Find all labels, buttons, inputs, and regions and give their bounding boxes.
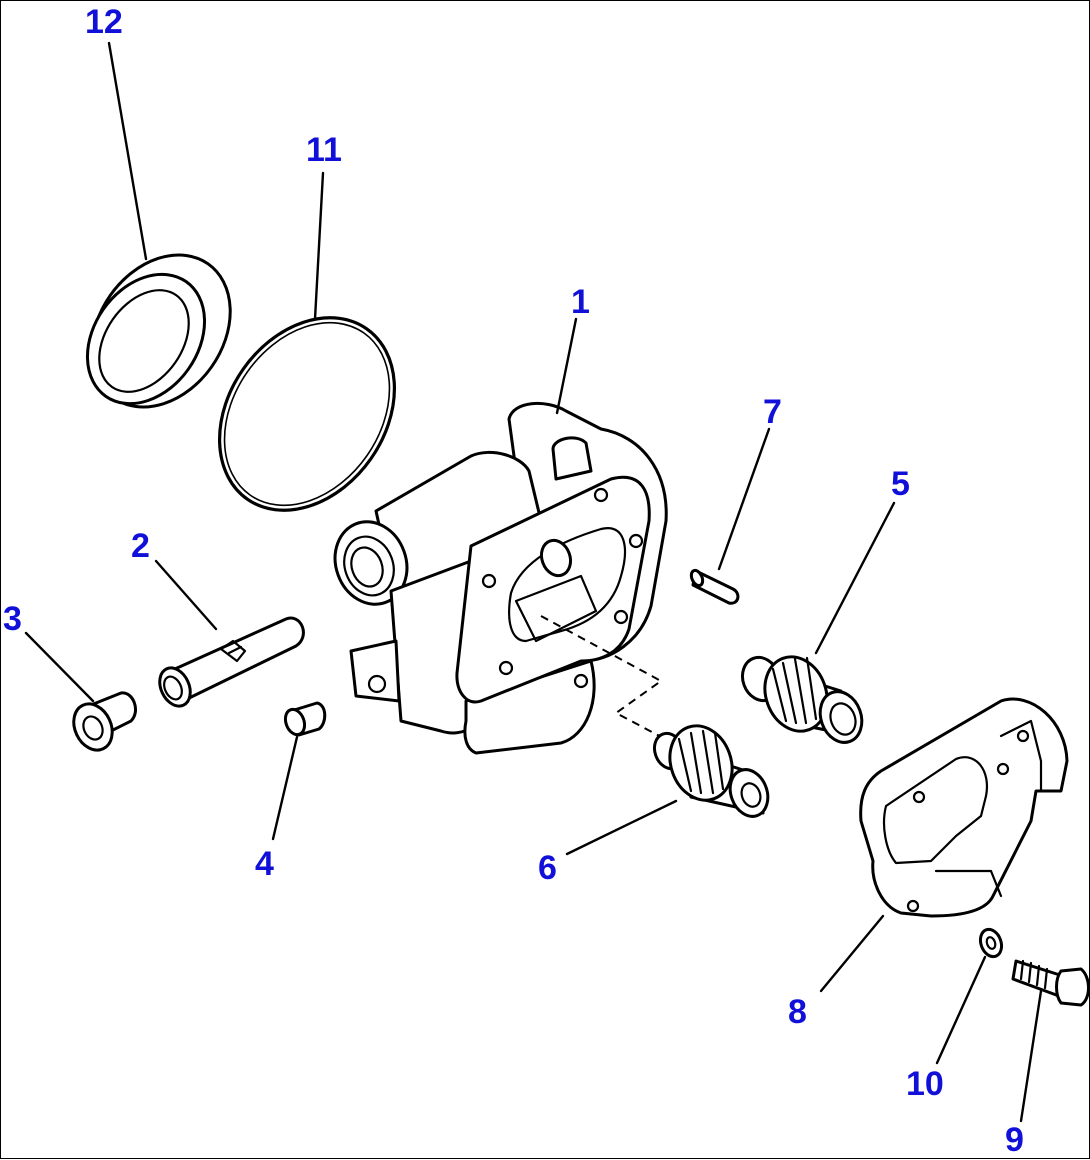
callout-3: 3 [3,600,22,638]
part-10-washer [978,927,1004,959]
leader-7 [717,427,771,571]
part-4-small-plug [283,701,327,737]
callout-1: 1 [571,283,590,321]
part-3-plug [72,691,137,752]
callout-7: 7 [763,393,782,431]
callout-2: 2 [131,527,150,565]
leader-12 [107,41,148,261]
callout-9: 9 [1005,1121,1024,1159]
callout-4: 4 [255,845,274,883]
part-11-o-ring [217,316,397,512]
callout-labels: 12 11 1 7 5 2 3 4 6 8 10 9 [3,3,1024,1159]
leader-2 [154,559,218,631]
part-6-gear [652,724,770,818]
callout-10: 10 [906,1065,944,1103]
callout-6: 6 [538,849,557,887]
leader-6 [565,799,678,856]
leader-4 [271,735,299,841]
callout-12: 12 [85,3,123,41]
part-2-strainer [158,616,305,708]
callout-11: 11 [306,131,342,169]
part-1-pump-body [333,401,668,755]
leader-8 [819,914,885,993]
leader-lines [24,41,1043,1123]
leader-11 [313,171,325,321]
leader-1 [555,317,578,415]
part-7-dowel-pin [689,568,740,605]
leader-3 [24,631,95,703]
callout-8: 8 [788,993,807,1031]
callout-5: 5 [891,465,910,503]
part-8-cover [859,697,1069,918]
part-9-bolt [1011,959,1090,1007]
part-5-gear [740,655,864,744]
part-12-oil-seal [85,253,232,409]
leader-5 [814,501,896,655]
leader-9 [1019,989,1043,1123]
leader-10 [935,955,987,1065]
